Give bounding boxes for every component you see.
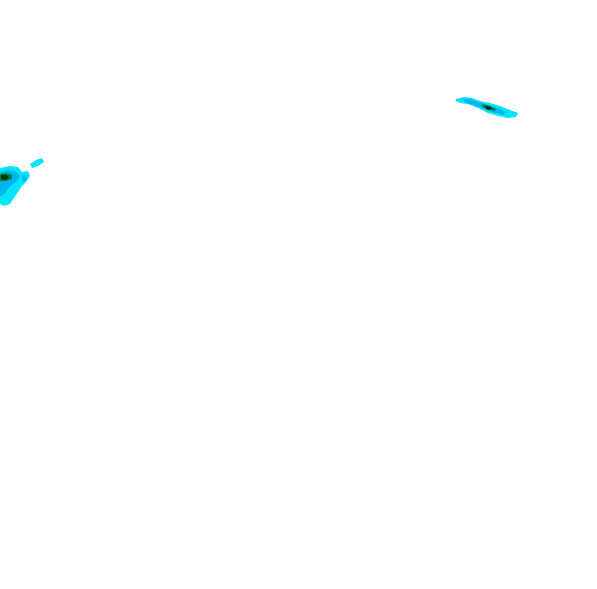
echo-cell-low	[30, 158, 44, 168]
echo-cell-low	[2, 196, 10, 204]
echo-cell-low	[505, 112, 515, 117]
echo-cell-peak	[485, 106, 492, 110]
upper-right-echo	[456, 97, 518, 118]
echo-cell-peak	[1, 175, 9, 180]
left-edge-echo	[0, 158, 44, 206]
echo-cell-medium	[22, 175, 27, 182]
